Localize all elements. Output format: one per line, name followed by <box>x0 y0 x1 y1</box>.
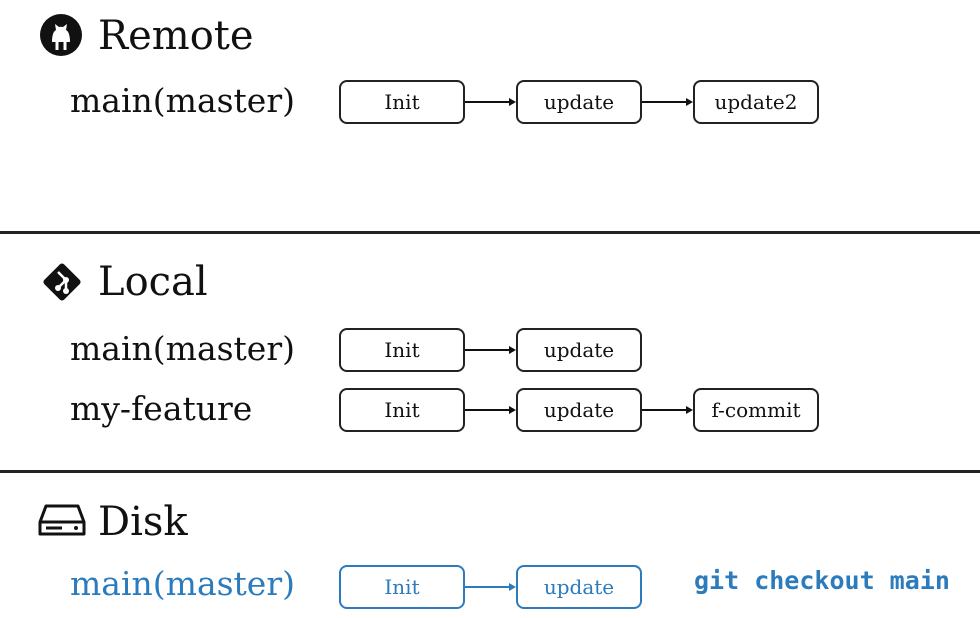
commit-arrow <box>465 98 516 106</box>
commit-node: f-commit <box>693 388 819 432</box>
section-divider <box>0 231 980 234</box>
commit-node: update <box>516 328 642 372</box>
commit-node: update <box>516 80 642 124</box>
commit-node: update <box>516 565 642 609</box>
commit-node: Init <box>339 80 465 124</box>
commit-arrow <box>465 583 516 591</box>
github-octocat-icon <box>40 14 82 56</box>
git-command-text: git checkout main <box>694 566 950 595</box>
branch-label-local-main: main(master) <box>70 329 295 368</box>
commit-arrow <box>465 406 516 414</box>
branch-label-disk-main: main(master) <box>70 564 295 603</box>
section-title-local: Local <box>98 259 208 305</box>
commit-node: update2 <box>693 80 819 124</box>
commit-arrow <box>465 346 516 354</box>
branch-label-remote-main: main(master) <box>70 81 295 120</box>
commit-node: Init <box>339 328 465 372</box>
commit-node: Init <box>339 565 465 609</box>
section-title-disk: Disk <box>98 499 188 545</box>
branch-label-my-feature: my-feature <box>70 389 253 428</box>
hard-drive-icon <box>38 504 86 536</box>
git-logo-icon <box>43 263 81 301</box>
commit-node: Init <box>339 388 465 432</box>
commit-arrow <box>642 98 693 106</box>
commit-node: update <box>516 388 642 432</box>
commit-arrow <box>642 406 693 414</box>
section-divider <box>0 470 980 473</box>
section-title-remote: Remote <box>98 13 254 59</box>
